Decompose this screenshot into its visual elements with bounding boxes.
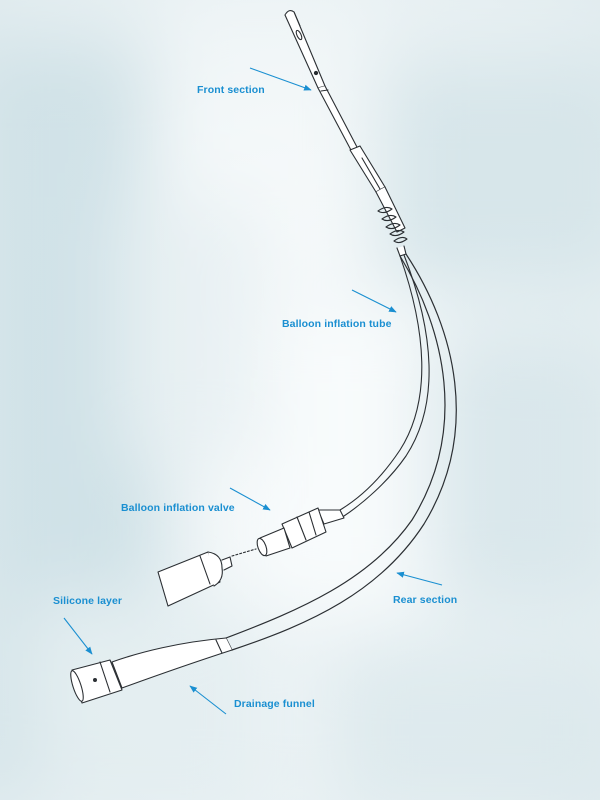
rear-section: [225, 253, 457, 651]
label-rear-section: Rear section: [393, 594, 458, 606]
label-balloon-inflation-tube: Balloon inflation tube: [282, 318, 392, 330]
label-balloon-inflation-valve: Balloon inflation valve: [121, 502, 235, 514]
drainage-funnel-arrow: [189, 685, 227, 715]
rear-section-arrow: [396, 571, 443, 586]
balloon-inflation-tube-arrow: [351, 289, 397, 313]
silicone-layer-arrow: [63, 617, 93, 655]
drainage-funnel: [111, 637, 233, 689]
front-section: [284, 10, 408, 257]
balloon-inflation-tube: [339, 254, 430, 517]
label-silicone-layer: Silicone layer: [53, 595, 123, 607]
silicone-layer: [70, 659, 123, 704]
front-section-arrow: [249, 67, 312, 91]
balloon-inflation-valve-arrow: [229, 487, 271, 511]
balloon-inflation-valve: [157, 507, 345, 607]
label-drainage-funnel: Drainage funnel: [234, 698, 315, 710]
label-front-section: Front section: [197, 84, 265, 96]
